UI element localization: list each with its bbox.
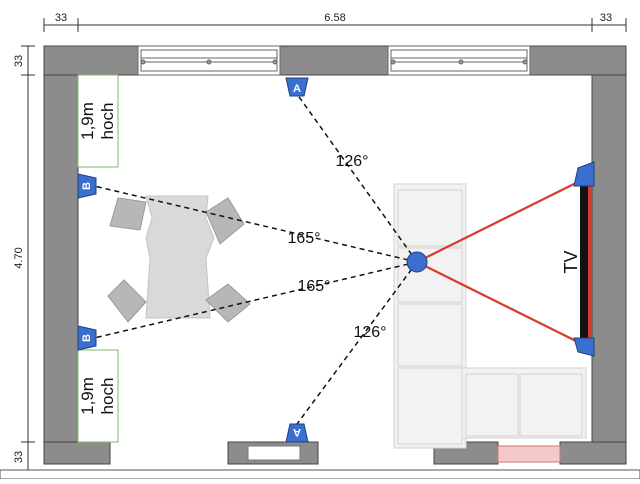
note-lower-line1: 1,9m — [78, 377, 97, 415]
tv-line-bottom — [416, 261, 583, 345]
sightline-front-bottom — [296, 261, 418, 425]
height-note-lower: 1,9m hoch — [77, 349, 119, 443]
tv-screen — [580, 186, 588, 338]
note-upper-line1: 1,9m — [78, 102, 97, 140]
window-right — [387, 45, 531, 76]
tv-sightlines — [416, 179, 583, 345]
tv-edge — [588, 186, 592, 338]
sofa — [393, 183, 587, 449]
speaker-b-bottom-label: B — [81, 334, 93, 342]
dim-top-center: 6.58 — [324, 12, 345, 24]
speaker-a-top: A — [285, 77, 309, 97]
speaker-a-top-label: A — [293, 83, 301, 95]
door-frame — [247, 445, 301, 461]
sightline-front-top — [296, 93, 418, 263]
speaker-a-bottom-label: A — [293, 426, 301, 438]
angle-a-top: 126° — [335, 153, 368, 170]
speaker-b-top-label: B — [81, 182, 93, 190]
dining-chairs — [107, 197, 251, 323]
sightline-side-top — [93, 185, 418, 263]
dim-left-center: 4.70 — [13, 247, 25, 268]
speaker-a-bottom: A — [285, 423, 309, 443]
bottom-edge — [0, 469, 640, 480]
tv-speaker-top — [573, 161, 595, 187]
dim-top-right: 33 — [600, 12, 612, 24]
dim-left-top: 33 — [13, 55, 25, 67]
angle-a-bottom: 126° — [353, 324, 386, 341]
angle-b-bottom: 165° — [297, 278, 330, 295]
speaker-b-top: B — [77, 173, 97, 199]
tv-line-top — [416, 179, 583, 263]
tv-label: TV — [561, 250, 581, 273]
dim-left-bottom: 33 — [13, 451, 25, 463]
tv-speaker-bottom — [573, 337, 595, 357]
wall-opening — [497, 445, 561, 463]
listener-position — [406, 251, 428, 273]
window-left — [137, 45, 281, 76]
note-lower-line2: hoch — [98, 378, 117, 415]
height-note-upper: 1,9m hoch — [77, 74, 119, 168]
sightline-side-bottom — [93, 261, 418, 339]
dim-top-left: 33 — [55, 12, 67, 24]
speaker-sightlines — [93, 93, 418, 425]
dining-table — [145, 195, 215, 319]
speaker-b-bottom: B — [77, 325, 97, 351]
note-upper-line2: hoch — [98, 103, 117, 140]
angle-b-top: 165° — [287, 230, 320, 247]
